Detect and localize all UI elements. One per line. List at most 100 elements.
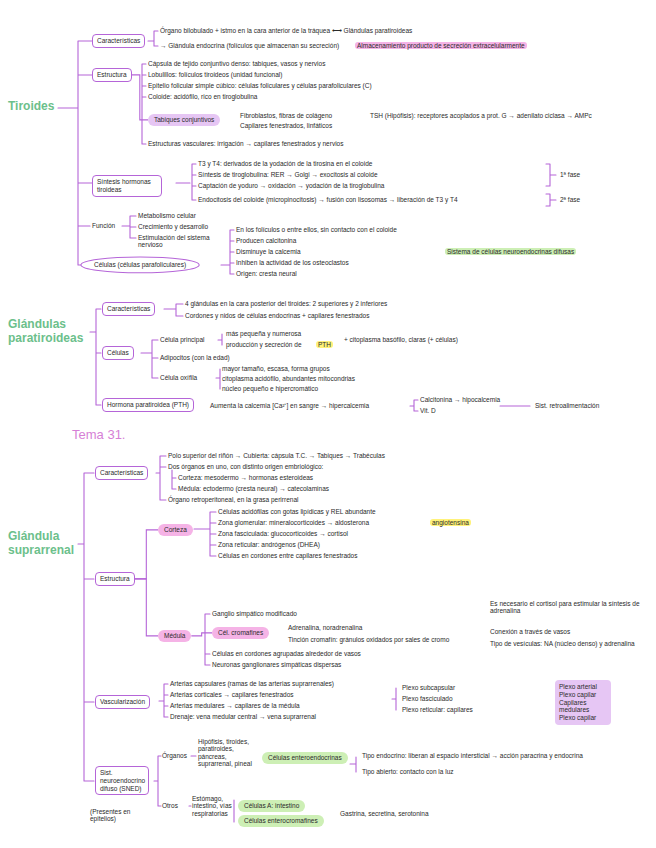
note-text: Dos órganos en uno, con distinto origen … [168, 463, 323, 470]
note-text-wrap: Aumenta la calcemia [Ca²⁺] en sangre → h… [210, 402, 410, 409]
note-text-wrap: (Presentes en epitelios) [90, 808, 152, 823]
highlighted-note: angiotensina [430, 519, 471, 526]
note-text-wrap: Polo superior del riñón → Cubierta: cáps… [168, 452, 588, 459]
note-text-wrap: → Glándula endocrina (folículos que alma… [160, 42, 350, 49]
section-title-wrap: Tiroides [8, 100, 78, 114]
note-text: Metabolismo celular [138, 212, 196, 219]
note-text: Corteza: mesodermo → hormonas esteroidea… [178, 474, 313, 481]
note-text: Disminuye la calcemia [236, 248, 301, 255]
note-text-wrap: 4 glándulas en la cara posterior del tir… [185, 300, 585, 307]
note-text: Origen: cresta neural [236, 270, 297, 277]
note-text: Tinción cromafín: gránulos oxidados por … [288, 636, 449, 643]
note-text: 2ª fase [560, 196, 580, 203]
note-text: 4 glándulas en la cara posterior del tir… [185, 300, 387, 307]
note-text-wrap: Endocitosis del coloide (micropinocitosi… [198, 196, 543, 203]
note-text-wrap: Arterias corticales → capilares fenestra… [170, 691, 390, 698]
node-text: Tabiques conjuntivos [154, 116, 214, 124]
highlight-pill: Células enterocromafines [238, 815, 324, 827]
note-text: Captación de yoduro → oxidación → yodaci… [198, 182, 384, 189]
bracket [148, 31, 158, 46]
note-text-wrap: Células en cordones entre capilares fene… [218, 552, 458, 559]
note-text: (Presentes en epitelios) [90, 808, 130, 822]
branch-connector [135, 530, 158, 579]
note-text-wrap: Tipo abierto: contacto con la luz [362, 768, 632, 775]
note-text: Función [92, 222, 115, 229]
note-text-wrap: Tinción cromafín: gránulos oxidados por … [288, 636, 478, 643]
node-text: Estructura [100, 575, 130, 583]
note-text: Estructuras vasculares: irrigación → cap… [148, 140, 343, 147]
topic-ellipse: Células (células parafoliculares) [80, 256, 200, 274]
note-text: Órganos [162, 752, 187, 759]
note-text-wrap: Plexo reticular: capilares [402, 706, 532, 713]
bracket [546, 164, 556, 206]
note-text-wrap: T3 y T4: derivados de la yodación de la … [198, 160, 538, 167]
note-text: Calcitonina → hipocalcemia [420, 396, 500, 403]
bracket [350, 757, 356, 772]
note-text-wrap: Adipocitos (con la edad) [160, 354, 280, 361]
node-text: Células (células parafoliculares) [94, 261, 186, 269]
note-text-wrap: Tipo endocrino: liberan al espacio inter… [362, 752, 632, 759]
note-text: Coloide: acidófilo, rico en tiroglobulin… [148, 93, 257, 100]
highlighted-note: Almacenamiento producto de secreción ext… [355, 42, 527, 49]
note-text-wrap: Plexo subcapsular [402, 684, 532, 691]
note-text-wrap: producción y secreción de [226, 341, 314, 348]
note-text-wrap: Órgano bilobulado + istmo en la cara ant… [160, 27, 580, 34]
note-text: Células en cordones entre capilares fene… [218, 552, 357, 559]
bracket [164, 304, 183, 316]
section-title-wrap: Glándulas paratiroideas [8, 318, 92, 346]
note-text-wrap: Célula principal [160, 336, 220, 343]
note-text-wrap: Drenaje: vena medular central → vena sup… [170, 713, 390, 720]
note-text: T3 y T4: derivados de la yodación de la … [198, 160, 372, 167]
topic-box: Estructura [92, 68, 132, 82]
note-text-wrap: Célula oxífila [160, 374, 216, 381]
topic-box: Células [102, 346, 134, 360]
note-text: Tipo endocrino: liberan al espacio inter… [362, 752, 583, 759]
note-text-wrap: núcleo pequeño e hipercromático [222, 385, 382, 392]
note-text-wrap: Es necesario el cortisol para estimular … [490, 600, 640, 615]
bracket [141, 340, 158, 378]
bracket [221, 230, 234, 274]
note-text: + citoplasma basófilo, claras (+ células… [344, 336, 458, 343]
note-text: Otros [162, 802, 178, 809]
note-text: Órgano retroperitoneal, en la grasa peri… [168, 496, 298, 503]
node-text: Características [97, 37, 140, 45]
topic-box: Sist. neuroendocrino difuso (SNED) [95, 766, 149, 795]
note-text-wrap: Metabolismo celular [138, 212, 226, 219]
note-text: Capilares fenestrados, linfáticos [240, 122, 332, 129]
note-text-wrap: Cápsula de tejido conjuntivo denso: tabi… [148, 60, 448, 67]
note-text-wrap: Estimulación del sistema nervioso [138, 234, 226, 249]
note-text: Aumenta la calcemia [Ca²⁺] en sangre → h… [210, 402, 369, 409]
note-text: Crecimiento y desarrollo [138, 223, 208, 230]
note-text-wrap: Arterias medulares → capilares de la méd… [170, 702, 390, 709]
note-text-wrap: TSH (Hipófisis): receptores acoplados a … [370, 112, 620, 119]
note-text: Producen calcitonina [236, 237, 296, 244]
note-text: Ganglio simpático modificado [212, 610, 297, 617]
note-text: Gastrina, secretina, serotonina [340, 810, 429, 817]
node-text: Sist. neuroendocrino difuso (SNED) [100, 769, 144, 792]
node-text: Corteza [164, 526, 187, 534]
note-text-wrap: + citoplasma basófilo, claras (+ células… [344, 336, 524, 343]
branch-connector [135, 579, 158, 636]
note-text-wrap: Lobulillos: folículos tiroideos (unidad … [148, 71, 448, 78]
note-text-wrap: Origen: cresta neural [236, 270, 436, 277]
topic-box: Características [95, 466, 148, 480]
note-text: Es necesario el cortisol para estimular … [490, 600, 640, 614]
note-text: Plexo subcapsular [402, 684, 455, 691]
note-text: producción y secreción de [226, 341, 302, 348]
note-text-wrap: Tipo de vesículas: NA (núcleo denso) y a… [490, 640, 640, 647]
section-title: Tiroides [8, 99, 54, 113]
note-text-wrap: Adrenalina, noradrenalina [288, 624, 398, 631]
node-text: Cél. cromafines [218, 629, 263, 637]
node-text: Estructura [97, 71, 127, 79]
note-text-wrap: Ganglio simpático modificado [212, 610, 362, 617]
highlight-pill: Células enteroendocrinas [262, 752, 348, 764]
note-text: Polo superior del riñón → Cubierta: cáps… [168, 452, 385, 459]
node-text: Células [107, 349, 129, 357]
node-text: Características [100, 469, 143, 477]
note-text-wrap: Capilares fenestrados, linfáticos [240, 122, 358, 129]
note-text-wrap: Fibroblastos, fibras de colágeno [240, 112, 358, 119]
note-text-wrap: Calcitonina → hipocalcemia [420, 396, 530, 403]
note-text-wrap: Células en cordones agrupadas alrededor … [212, 650, 412, 657]
node-text: Hormona paratiroidea (PTH) [107, 401, 189, 409]
note-text: mayor tamaño, escasa, forma grupos [222, 365, 330, 372]
